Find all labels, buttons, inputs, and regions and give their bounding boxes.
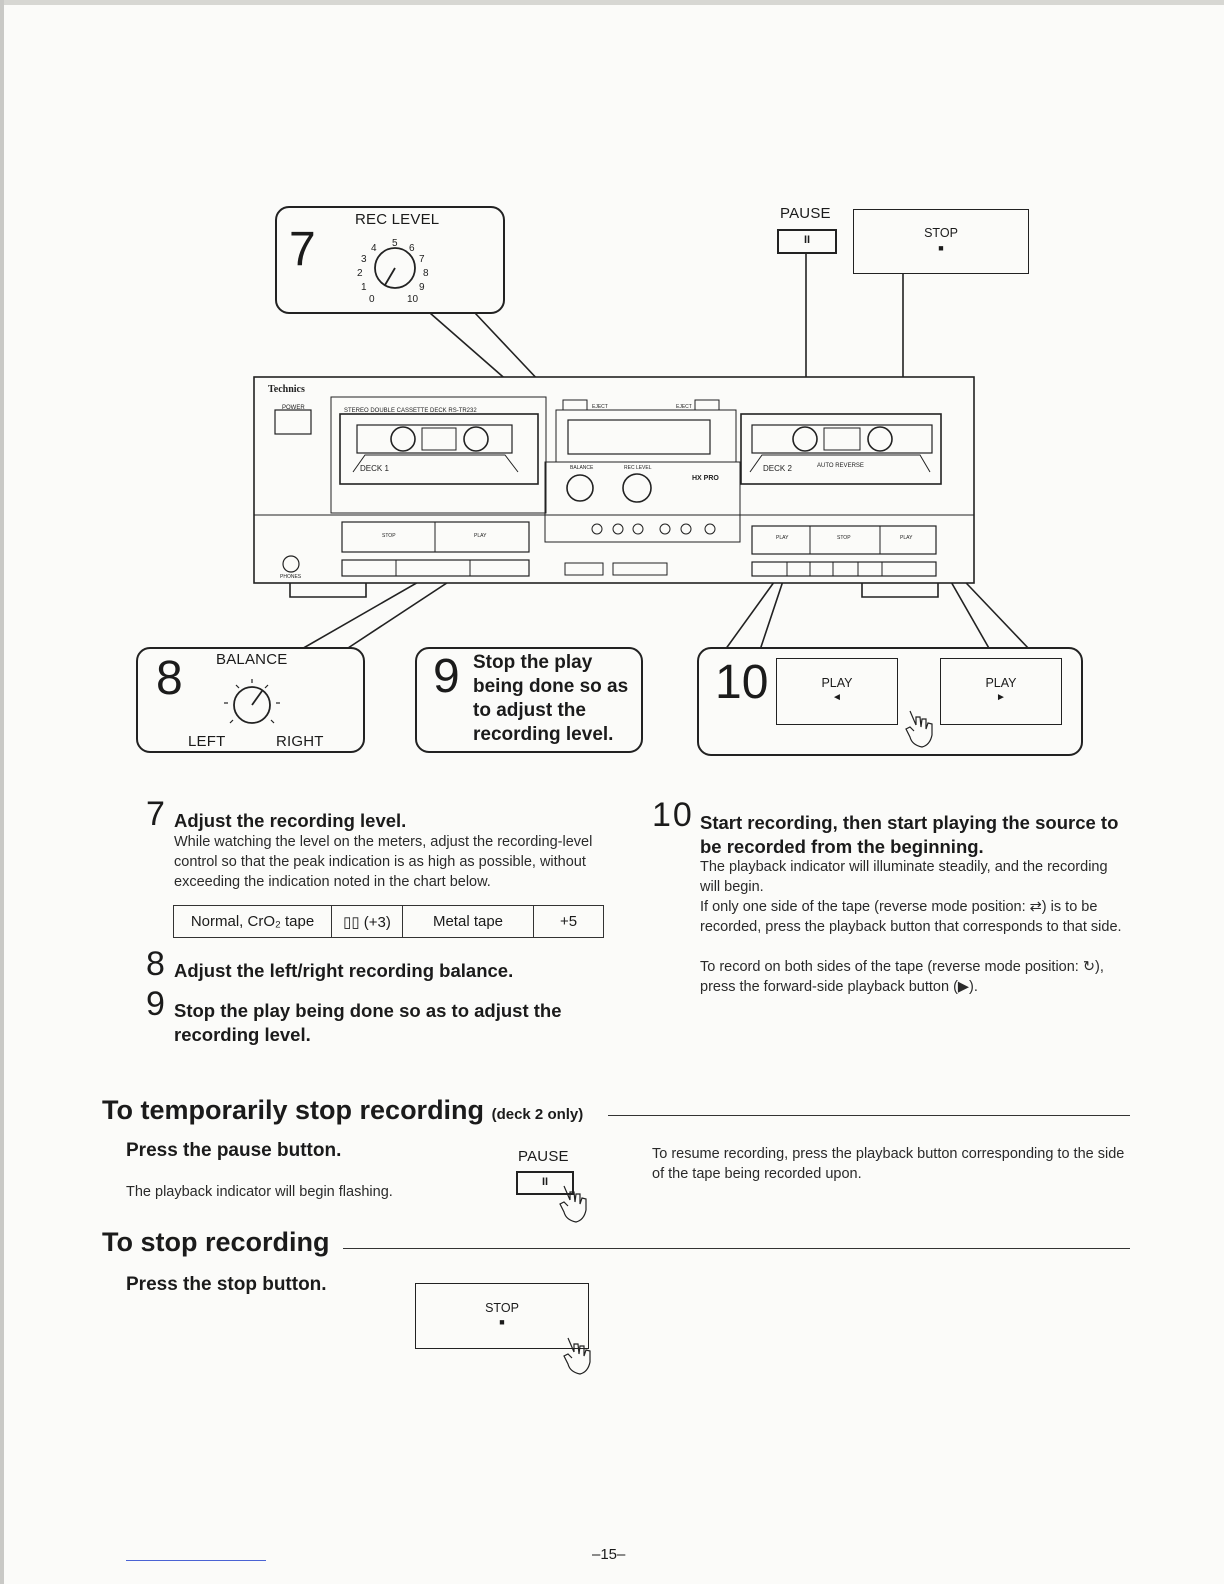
step-10-para-1: The playback indicator will illuminate s… <box>700 859 1108 895</box>
diagram-pause-label: PAUSE <box>780 205 831 222</box>
deck-brand: Technics <box>268 384 305 395</box>
step-7-heading: Adjust the recording level. <box>174 810 407 831</box>
callout-rec-level: 7 REC LEVEL 0 1 2 3 4 5 6 7 8 9 10 <box>275 206 505 314</box>
step-8-heading: Adjust the left/right recording balance. <box>174 960 514 981</box>
deck-power-label: POWER <box>282 405 305 411</box>
deck-model-label: STEREO DOUBLE CASSETTE DECK RS-TR232 <box>344 408 477 414</box>
svg-text:9: 9 <box>419 282 425 293</box>
chart-cell-metal: Metal tape <box>402 905 534 938</box>
svg-text:7: 7 <box>419 254 425 265</box>
play-forward-icon: ► <box>996 692 1006 703</box>
svg-text:0: 0 <box>369 294 375 305</box>
deck1-play-label: PLAY <box>474 533 487 539</box>
phones-label: PHONES <box>280 574 302 580</box>
stop-instruction: Press the stop button. <box>126 1274 327 1295</box>
balance-label: BALANCE <box>216 651 288 668</box>
svg-text:1: 1 <box>361 282 367 293</box>
pause-section-title-text: To temporarily stop recording <box>102 1095 485 1125</box>
pause-section-title: To temporarily stop recording (deck 2 on… <box>102 1094 583 1131</box>
svg-text:4: 4 <box>371 243 377 254</box>
stop-button-label: STOP <box>485 1301 519 1315</box>
deck1-stop-label: STOP <box>382 533 396 539</box>
rec-level-dial-icon: 0 1 2 3 4 5 6 7 8 9 10 <box>357 238 429 305</box>
deck-balance-label: BALANCE <box>570 465 594 471</box>
step-9-heading: Stop the play being done so as to adjust… <box>174 1000 562 1045</box>
svg-text:5: 5 <box>392 238 398 249</box>
balance-right-label: RIGHT <box>276 733 324 750</box>
play-reverse-label: PLAY <box>821 676 853 690</box>
svg-text:10: 10 <box>407 294 419 305</box>
balance-dial-icon <box>224 679 280 724</box>
diagram-pause-button: II <box>777 229 837 254</box>
pause-section-rule <box>608 1115 1130 1116</box>
stop-section-title: To stop recording <box>102 1227 330 1257</box>
step-7-body: While watching the level on the meters, … <box>174 834 593 890</box>
callout-number: 8 <box>156 652 183 705</box>
hand-pointer-icon <box>905 710 933 748</box>
callout-balance: 8 BALANCE LEFT RIGHT <box>136 647 365 753</box>
pause-button-label: PAUSE <box>518 1148 569 1165</box>
pause-icon: II <box>541 1176 549 1188</box>
recording-level-chart: Normal, CrO₂ tape ▯▯ (+3) Metal tape +5 <box>173 905 604 938</box>
chart-cell-normal: Normal, CrO₂ tape <box>173 905 332 938</box>
callout-play-forward-button: PLAY ► <box>940 658 1062 725</box>
page-top-edge <box>0 0 1224 5</box>
chart-cell-metal-value: +5 <box>533 905 604 938</box>
pause-button-illustration: II <box>516 1171 574 1195</box>
callout-stop-play: 9 Stop the play being done so as to adju… <box>415 647 643 753</box>
deck2-label: DECK 2 <box>763 464 792 473</box>
deck-rec-level-label: REC LEVEL <box>624 465 652 471</box>
diagram-stop-label: STOP <box>924 226 958 240</box>
step-9-number: 9 <box>146 985 165 1023</box>
step-10-heading: Start recording, then start playing the … <box>700 812 1119 857</box>
balance-left-label: LEFT <box>188 733 226 750</box>
stop-icon: ■ <box>938 243 944 253</box>
play-reverse-icon: ◄ <box>832 692 842 703</box>
callout-number: 7 <box>289 223 316 276</box>
callout-9-text: Stop the play being done so as to adjust… <box>473 652 629 745</box>
deck2-stop-label: STOP <box>837 535 851 541</box>
eject1-label: EJECT <box>592 404 608 410</box>
step-10-para-2: If only one side of the tape (reverse mo… <box>700 899 1122 935</box>
callout-number: 9 <box>433 650 460 703</box>
step-10-number: 10 <box>652 796 694 834</box>
page-number: –15– <box>592 1546 626 1563</box>
step-10-para-3: To record on both sides of the tape (rev… <box>700 959 1104 995</box>
svg-text:2: 2 <box>357 268 363 279</box>
deck2-play-fwd-label: PLAY <box>900 535 913 541</box>
svg-text:6: 6 <box>409 243 415 254</box>
pause-section-subtitle: (deck 2 only) <box>491 1106 584 1123</box>
callout-start-recording: 10 PLAY ◄ PLAY ► <box>697 647 1083 756</box>
eject2-label: EJECT <box>676 404 692 410</box>
hand-pointer-icon <box>559 1185 587 1223</box>
hxpro-label: HX PRO <box>692 475 719 482</box>
page-left-edge <box>0 0 4 1584</box>
diagram-stop-button: STOP ■ <box>853 209 1029 274</box>
play-forward-label: PLAY <box>985 676 1017 690</box>
deck2-play-rev-label: PLAY <box>776 535 789 541</box>
chart-cell-normal-value: ▯▯ (+3) <box>331 905 403 938</box>
step-7-number: 7 <box>146 795 165 833</box>
resume-note: To resume recording, press the playback … <box>652 1146 1125 1182</box>
callout-number: 10 <box>715 656 769 709</box>
diagram-lines: Technics POWER STEREO DOUBLE CASSETTE DE… <box>253 252 1031 651</box>
cassette-deck-illustration <box>253 376 975 598</box>
auto-reverse-label: AUTO REVERSE <box>817 463 864 469</box>
callout-play-reverse-button: PLAY ◄ <box>776 658 898 725</box>
svg-text:8: 8 <box>423 268 429 279</box>
pause-icon: II <box>803 234 811 246</box>
stop-icon: ■ <box>499 1317 505 1327</box>
deck1-label: DECK 1 <box>360 464 389 473</box>
step-8-number: 8 <box>146 945 165 983</box>
hand-pointer-icon <box>563 1337 591 1375</box>
pause-note: The playback indicator will begin flashi… <box>126 1184 393 1200</box>
pause-instruction: Press the pause button. <box>126 1140 342 1161</box>
rec-level-label: REC LEVEL <box>355 211 440 228</box>
footer-rule <box>126 1560 266 1561</box>
svg-text:3: 3 <box>361 254 367 265</box>
stop-button-illustration: STOP ■ <box>415 1283 589 1349</box>
stop-section-rule <box>343 1248 1130 1249</box>
